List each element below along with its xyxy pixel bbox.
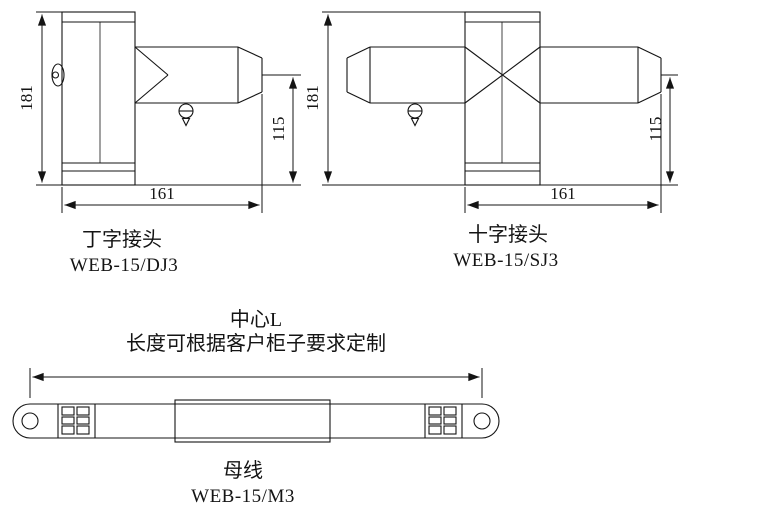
busbar-center-length-label: 中心L — [230, 308, 282, 331]
tee-dim-width: 161 — [149, 184, 175, 203]
cross-joint-label: 十字接头 — [468, 223, 548, 246]
cross-joint-texts: 181 115 161 十字接头 WEB-15/SJ3 — [303, 85, 665, 271]
tee-joint-label: 丁字接头 — [82, 228, 162, 251]
busbar-model: WEB-15/M3 — [191, 486, 295, 507]
tee-dim-side: 115 — [269, 117, 288, 142]
cross-joint-outline — [346, 11, 662, 186]
tee-joint-texts: 181 115 161 丁字接头 WEB-15/DJ3 — [17, 85, 288, 276]
busbar-texts: 中心L 长度可根据客户柜子要求定制 母线 WEB-15/M3 — [126, 308, 386, 507]
busbar-label: 母线 — [223, 459, 263, 482]
tee-joint-outline — [51, 11, 263, 186]
busbar-left-lug — [12, 403, 58, 439]
busbar-length-note: 长度可根据客户柜子要求定制 — [126, 332, 386, 355]
tee-dim-height: 181 — [17, 85, 36, 111]
busbar-dimension-lines — [29, 368, 483, 398]
cross-joint-model: WEB-15/SJ3 — [453, 250, 558, 271]
busbar-right-hole — [473, 412, 491, 430]
cross-joint-dimension-lines — [322, 11, 678, 213]
busbar-outline — [12, 399, 500, 443]
busbar-right-lug — [462, 403, 500, 439]
cross-dim-width: 161 — [550, 184, 576, 203]
cross-body — [464, 11, 541, 186]
tee-body — [61, 11, 136, 186]
busbar-left-clamp — [61, 406, 90, 435]
cross-dim-height: 181 — [303, 85, 322, 111]
cross-dim-side: 115 — [646, 117, 665, 142]
busbar-right-clamp — [428, 406, 457, 435]
tee-joint-dimension-lines — [36, 11, 301, 213]
tee-joint-model: WEB-15/DJ3 — [70, 255, 178, 276]
busbar-left-hole — [21, 412, 39, 430]
busbar-mid-section — [174, 399, 331, 443]
